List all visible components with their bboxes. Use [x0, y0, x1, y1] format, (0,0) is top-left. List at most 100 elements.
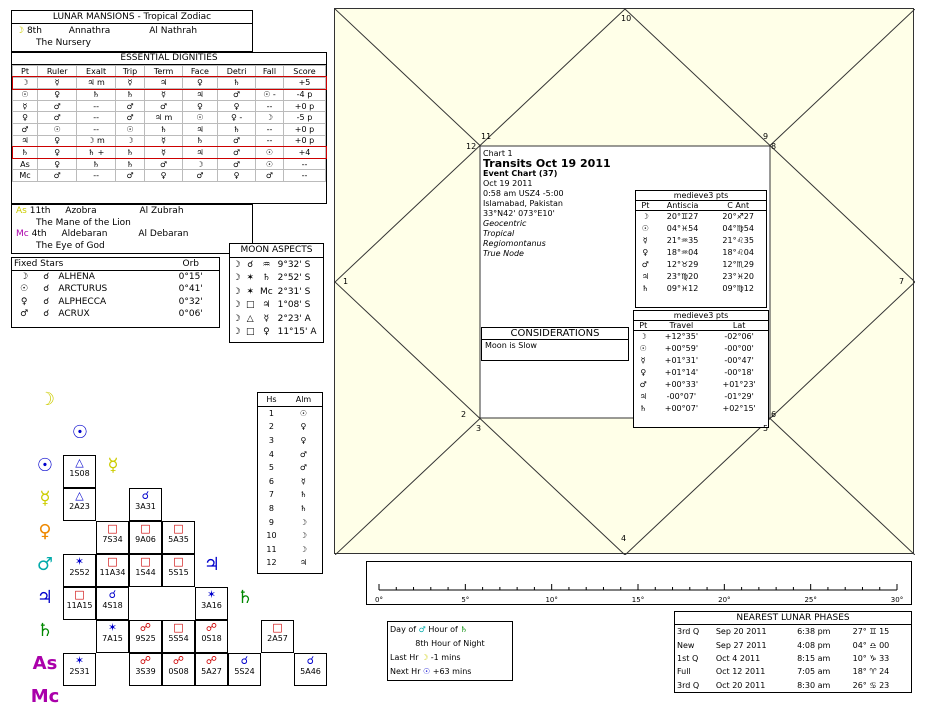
- chart-subtitle: Event Chart (37): [483, 169, 558, 178]
- fixed-stars-header: Fixed Stars: [14, 259, 64, 269]
- dignity-cell: ♄: [76, 157, 116, 171]
- dignity-cell: --: [282, 157, 327, 171]
- moon-aspect-cell: ☽: [232, 313, 241, 324]
- lunar-phase-cell: Sep 20 2011: [715, 627, 767, 637]
- dignity-cell: ♂: [12, 122, 38, 136]
- dignity-cell: ♄: [217, 76, 257, 90]
- dignity-cell: ♃: [144, 76, 183, 90]
- star-name: ALHENA: [58, 272, 95, 282]
- dignity-cell: ♄ +: [76, 146, 116, 159]
- lunar-phase-cell: Oct 12 2011: [715, 667, 766, 677]
- travel-cell: -00°18': [724, 368, 754, 377]
- aspect-symbol: ☍: [139, 654, 152, 667]
- house-cell: ♂: [299, 449, 308, 459]
- dignity-cell: ♃: [12, 134, 38, 148]
- travel-cell: +01°31': [664, 356, 699, 365]
- moon-aspect-cell: ☿: [263, 313, 270, 324]
- moon-aspect-row: ☽☌♒9°32' S: [230, 258, 323, 272]
- dignity-cell: ☉: [255, 146, 284, 159]
- house-cell: 9: [268, 517, 275, 527]
- lunar-phase-cell: 26° ♋ 23: [852, 680, 890, 690]
- dignity-cell: ♂: [114, 111, 146, 124]
- house-row: 9☽: [258, 515, 322, 529]
- dignity-cell: ☉: [255, 157, 284, 171]
- grid-planet-label: ♄: [236, 587, 254, 608]
- aspect-cell: □7S34: [96, 521, 129, 554]
- aspect-cell: □11A34: [96, 554, 129, 587]
- travel-row: ♄+00°07'+02°15': [634, 403, 768, 415]
- aspect-symbol: □: [107, 522, 118, 535]
- antiscia-cell: 09°♍12: [722, 284, 754, 293]
- moon-aspect-cell: ✶: [246, 286, 254, 297]
- planet-icon: ☽: [20, 272, 29, 282]
- aspect-symbol: ☌: [141, 489, 150, 502]
- lunar-phase-cell: 04° ♎ 00: [852, 640, 890, 650]
- dignity-cell: ♀: [36, 88, 78, 101]
- dignity-row: ♀♂--♂♃ m☉♀ -☽-5 p: [12, 111, 327, 124]
- star-orb: 0°06': [178, 309, 203, 320]
- aspect-grid: ☽☉☉☿☿♀♀♂♂♃♃♄♄AsAsMcMc△1S08△2A23☌3A31□7S3…: [30, 387, 358, 707]
- dignity-cell: ☽: [12, 76, 38, 90]
- ruler-tick-label: 5°: [461, 596, 469, 604]
- aspect-cell: ☌5S24: [228, 653, 261, 686]
- dignity-cell: ☽ m: [76, 134, 116, 148]
- travel-row: ♀+01°14'-00°18': [634, 367, 768, 379]
- chart-title: Transits Oct 19 2011: [483, 157, 611, 170]
- planetary-hours-panel: Day of ♂ Hour of ♄ 8th Hour of Night Las…: [387, 621, 513, 681]
- dignity-cell: ♀: [12, 111, 38, 124]
- house-cell: ☽: [299, 531, 308, 541]
- house-number: 11: [481, 132, 492, 141]
- lunar-phase-cell: 10° ♑ 33: [852, 653, 890, 663]
- dignity-cell: ♀: [144, 169, 183, 182]
- aspect-value: 3S39: [135, 667, 156, 676]
- dignity-cell: ♃ m: [76, 76, 116, 90]
- dignity-cell: As: [12, 157, 38, 171]
- aspect-value: 5A46: [300, 667, 321, 676]
- travel-cell: ☉: [639, 344, 647, 353]
- antiscia-cell: ♀: [642, 248, 649, 257]
- dignity-cell: ☿: [144, 88, 183, 101]
- lunar-phase-cell: 8:30 am: [797, 680, 831, 690]
- mansion-number: 4th: [31, 229, 47, 239]
- grid-planet-label-left: Mc: [30, 686, 60, 707]
- grid-planet-label-left: ☿: [39, 488, 51, 509]
- considerations-title: CONSIDERATIONS: [482, 328, 628, 340]
- dignity-cell: --: [255, 134, 284, 148]
- moon-aspect-cell: ♒: [262, 259, 271, 270]
- house-cell: ☉: [299, 409, 308, 419]
- dignity-header: Fall: [255, 65, 284, 78]
- moon-aspect-cell: ☽: [232, 327, 241, 338]
- moon-aspect-cell: ☽: [232, 300, 241, 311]
- dignity-cell: ☿: [36, 76, 78, 90]
- antiscia-cell: 23°♓20: [722, 272, 754, 281]
- aspect-symbol: ☍: [172, 654, 185, 667]
- dignity-row: ♃♀☽ m☽☿♄♂--+0 p: [12, 134, 327, 148]
- antiscia-cell: ♄: [641, 284, 649, 293]
- travel-cell: ♀: [640, 368, 647, 377]
- antiscia-header: Pt: [636, 201, 655, 211]
- aspect-symbol: ✶: [74, 654, 85, 667]
- star-orb: 0°32': [178, 296, 203, 307]
- ruler-tick-label: 25°: [804, 596, 816, 604]
- aspect-icon: ☌: [43, 309, 50, 320]
- house-row: 1☉: [258, 407, 322, 421]
- house-number: 4: [621, 534, 627, 543]
- lunar-phases-title: NEAREST LUNAR PHASES: [675, 612, 911, 625]
- lunar-phase-cell: New: [677, 640, 695, 650]
- dignity-cell: ♂: [217, 134, 257, 148]
- dignity-header: Trip: [114, 65, 146, 78]
- travel-cell: +00°07': [664, 404, 699, 413]
- travel-cell: ♄: [639, 404, 647, 413]
- aspect-icon: ☌: [43, 284, 50, 295]
- grid-planet-label: ☉: [71, 422, 89, 443]
- moon-aspect-cell: 1°08' S: [277, 300, 311, 311]
- aspect-symbol: ☌: [240, 654, 249, 667]
- moon-aspect-cell: ☌: [247, 259, 254, 270]
